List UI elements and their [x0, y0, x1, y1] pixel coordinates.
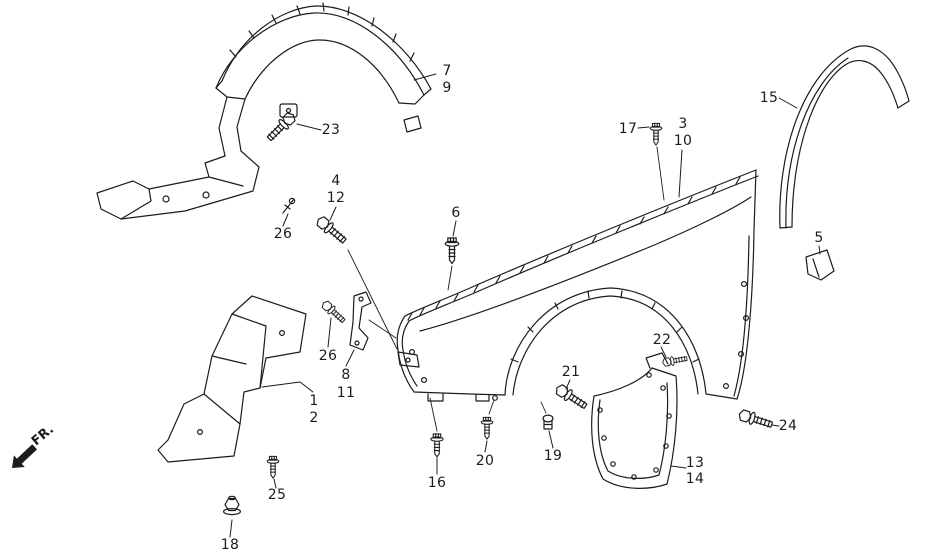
screw-16	[430, 433, 444, 458]
nut-18	[223, 495, 241, 516]
fr-direction-arrow	[12, 444, 38, 468]
callout-22[interactable]: 22	[652, 332, 672, 348]
corner-bracket	[805, 249, 835, 281]
hardware-parts	[223, 110, 774, 516]
bolt-26-lower	[320, 299, 347, 325]
callout-5[interactable]: 5	[814, 230, 824, 246]
fr-label: FR.	[29, 422, 57, 449]
leader-lines	[229, 73, 821, 538]
callout-21[interactable]: 21	[561, 364, 581, 380]
callout-17[interactable]: 17	[618, 121, 638, 137]
callout-20[interactable]: 20	[475, 453, 495, 469]
callout-13[interactable]: 13	[685, 455, 705, 471]
callout-11[interactable]: 11	[336, 385, 356, 401]
callout-6[interactable]: 6	[451, 205, 461, 221]
bolt-21	[554, 383, 589, 412]
callout-1[interactable]: 1	[309, 393, 319, 409]
callout-19[interactable]: 19	[543, 448, 563, 464]
screw-17	[649, 122, 663, 146]
screw-25	[266, 455, 280, 479]
clip-19	[542, 414, 554, 430]
callout-18[interactable]: 18	[220, 537, 240, 553]
callout-12[interactable]: 12	[326, 190, 346, 206]
fender-stay	[349, 291, 372, 351]
bolt-4-12	[314, 214, 348, 245]
callout-23[interactable]: 23	[321, 122, 341, 138]
clip-26-upper	[282, 197, 296, 214]
bolt-24	[737, 408, 773, 430]
callout-26-upper[interactable]: 26	[273, 226, 293, 242]
arch-protector-molding	[779, 45, 910, 229]
callout-15[interactable]: 15	[759, 90, 779, 106]
screw-20	[480, 416, 494, 440]
front-fender-panel	[396, 169, 759, 402]
alignment-lines	[347, 146, 665, 432]
splash-shield	[157, 295, 307, 463]
callout-2[interactable]: 2	[309, 410, 319, 426]
callout-7[interactable]: 7	[442, 63, 452, 79]
callout-14[interactable]: 14	[685, 471, 705, 487]
callout-9[interactable]: 9	[442, 80, 452, 96]
bolt-23	[265, 110, 298, 143]
callout-3[interactable]: 3	[678, 116, 688, 132]
callout-4[interactable]: 4	[331, 173, 341, 189]
callout-25[interactable]: 25	[267, 487, 287, 503]
callout-10[interactable]: 10	[673, 133, 693, 149]
screw-6	[444, 237, 460, 265]
callout-26-lower[interactable]: 26	[318, 348, 338, 364]
fender-liner	[96, 2, 432, 220]
mud-guard	[591, 352, 678, 489]
callout-16[interactable]: 16	[427, 475, 447, 491]
callout-8[interactable]: 8	[341, 367, 351, 383]
callout-24[interactable]: 24	[778, 418, 798, 434]
